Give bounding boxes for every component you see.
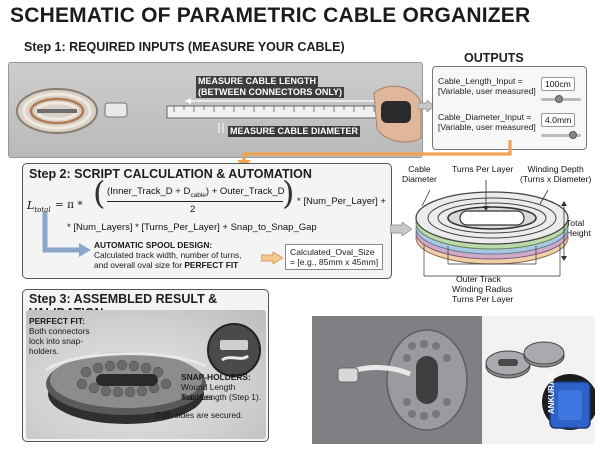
page-title: SCHEMATIC OF PARAMETRIC CABLE ORGANIZER	[10, 4, 531, 27]
fraction-bar	[107, 201, 283, 202]
snap-holders-line1: Wound Length matches	[181, 382, 236, 402]
outputs-panel: Cable_Length_Input = [Variable, user mea…	[432, 66, 587, 150]
both-sides-secured: Both sides are secured.	[155, 410, 243, 420]
step3-photo	[26, 310, 266, 439]
outputs-heading: OUTPUTS	[464, 51, 524, 65]
result-arrow	[261, 252, 283, 264]
snap-holders-line2: Total Length (Step 1).	[181, 392, 262, 402]
length-slider-knob[interactable]	[555, 95, 563, 103]
formula-paren-left: (	[93, 174, 106, 212]
auto-spool-heading: AUTOMATIC SPOOL DESIGN:	[94, 240, 213, 250]
step2-heading: Step 2: SCRIPT CALCULATION & AUTOMATION	[29, 167, 312, 181]
diameter-label: Cable_Diameter_Input =	[438, 112, 532, 122]
formula-line2: * [Num_Layers] * [Turns_Per_Layer] + Sna…	[67, 222, 317, 233]
blue-elbow-arrow	[42, 212, 91, 257]
result-label: Calculated_Oval_Size	[290, 247, 375, 257]
diameter-value-field[interactable]: 4.0mm	[541, 113, 576, 127]
coiled-cable	[16, 88, 98, 134]
perfect-fit-line3: holders.	[29, 346, 59, 356]
calculated-oval-size-box: Calculated_Oval_Size = [e.g., 85mm x 45m…	[285, 244, 384, 270]
length-sublabel: [Variable, user measured]	[438, 86, 536, 96]
brand-text: ANKURAN	[547, 373, 556, 414]
length-label: Cable_Length_Input =	[438, 76, 523, 86]
outer-track-label: Outer Track	[456, 274, 501, 284]
perfect-fit-line1: Both connectors	[29, 326, 90, 336]
annotation-measure-length: MEASURE CABLE LENGTH	[196, 76, 319, 87]
formula-denominator: 2	[190, 204, 196, 215]
annotation-between-connectors: (BETWEEN CONNECTORS ONLY)	[196, 87, 345, 98]
diameter-sublabel: [Variable, user measured]	[438, 122, 536, 132]
printed-parts-illustration: ANKURAN	[312, 316, 598, 444]
formula-eq: = π *	[55, 199, 83, 211]
auto-spool-line1: Calculated track width, number of turns,	[94, 250, 242, 260]
turns-per-layer-label: Turns Per Layer	[452, 164, 514, 174]
arrow-to-diagram	[390, 222, 412, 236]
formula-paren-right: )	[282, 174, 295, 212]
length-value-field[interactable]: 100cm	[541, 77, 575, 91]
formula-lhs: Ltotal	[27, 199, 51, 215]
printed-parts-photo: ANKURAN	[312, 316, 598, 444]
winding-depth-label: Winding Depth(Turns x Diameter)	[520, 164, 592, 184]
step2-panel: Step 2: SCRIPT CALCULATION & AUTOMATION …	[22, 163, 392, 279]
diameter-slider[interactable]	[541, 134, 581, 137]
winding-radius-label: Winding Radius	[452, 284, 513, 294]
assembled-spool-illustration	[45, 323, 261, 424]
result-value: = [e.g., 85mm x 45mm]	[290, 257, 379, 267]
snap-holders-heading: SNAP-HOLDERS:	[181, 372, 251, 382]
auto-spool-line2: and overall oval size for PERFECT FIT	[94, 260, 239, 270]
step3-panel: Step 3: ASSEMBLED RESULT & VALIDATION PE…	[22, 289, 269, 442]
formula-tail: * [Num_Per_Layer] +	[297, 196, 386, 207]
formula-numerator: (Inner_Track_D + Dcable) + Outer_Track_D	[107, 186, 285, 199]
perfect-fit-heading: PERFECT FIT:	[29, 316, 85, 326]
turns-per-layer-bottom-label: Turns Per Layer	[452, 294, 514, 304]
arrow-to-outputs	[418, 100, 434, 112]
diameter-slider-knob[interactable]	[569, 131, 577, 139]
perfect-fit-line2: lock into snap-	[29, 336, 83, 346]
oval-spool-diagram	[415, 180, 569, 277]
step1-heading: Step 1: REQUIRED INPUTS (MEASURE YOUR CA…	[24, 40, 345, 54]
spool-layers	[415, 191, 569, 265]
annotation-measure-diameter: MEASURE CABLE DIAMETER	[228, 126, 361, 137]
